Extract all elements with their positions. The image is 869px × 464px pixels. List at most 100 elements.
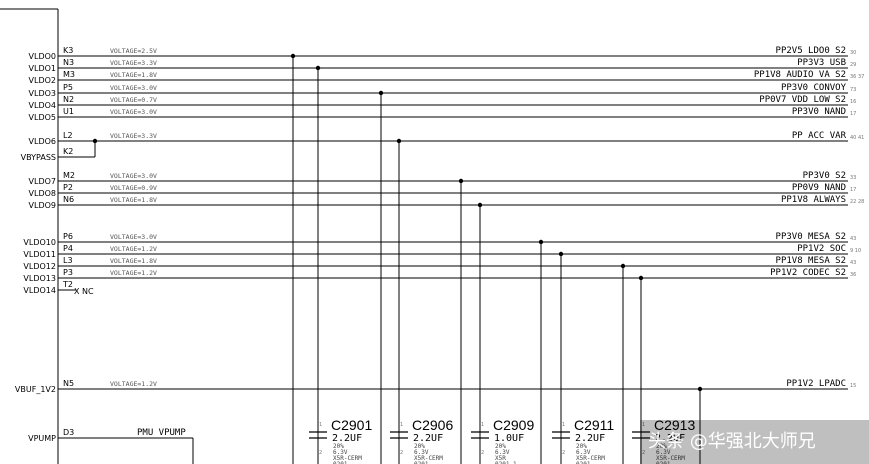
voltage-label: VOLTAGE=3.3V (110, 132, 157, 140)
page-ref: 29 (850, 62, 856, 68)
junction-dot (396, 138, 402, 144)
pin-number: N6 (63, 195, 74, 204)
page-ref: 40 41 (850, 135, 864, 141)
cap-attr: 6.3V (576, 449, 591, 456)
page-ref: 9 10 (850, 248, 861, 254)
junction-dot (315, 65, 321, 71)
net-name: PP3V0 NAND (792, 107, 846, 117)
cap-attr: 0201 (333, 461, 348, 464)
cap-attr: X5R-CERM (333, 455, 362, 462)
voltage-label: VOLTAGE=1.8V (110, 196, 157, 204)
pin-number: N2 (63, 95, 74, 104)
cap-attr: 20% (656, 443, 667, 450)
cap-ref: C2911 (574, 417, 614, 433)
cap-pin-2: 2 (481, 450, 484, 456)
cap-pin-2: 2 (642, 450, 645, 456)
watermark: 头条 @华强北大师兄 (640, 420, 869, 464)
cap-value: 2.2UF (413, 433, 443, 444)
junction-dot (638, 275, 644, 281)
voltage-label: VOLTAGE=2.5V (110, 47, 157, 55)
voltage-label: VOLTAGE=0.7V (110, 96, 157, 104)
cap-attr: 6.3V (656, 449, 671, 456)
pin-number: P5 (63, 83, 73, 92)
cap-attr: 0201-1 (495, 461, 517, 464)
page-ref: 33 (850, 175, 856, 181)
cap-attr: 6.3V (495, 449, 510, 456)
cap-ref: C2913 (654, 417, 695, 433)
pin-number: N5 (63, 379, 74, 388)
cap-attr: 20% (333, 443, 344, 450)
pin-number: L2 (63, 131, 73, 140)
cap-pin-2: 2 (562, 450, 565, 456)
pin-name: VLDO9 (29, 201, 56, 210)
pin-number: T2 (62, 280, 73, 289)
pin-name: VLDO0 (29, 52, 56, 61)
pin-name: VLDO13 (23, 274, 56, 283)
net-name: PP0V9 NAND (792, 183, 846, 193)
nc-label: NC (82, 287, 94, 296)
cap-ref: C2901 (331, 417, 372, 433)
page-ref: 43 (850, 236, 856, 242)
junction-dot (620, 263, 626, 269)
page-ref: 73 (850, 87, 856, 93)
watermark-bg (640, 420, 869, 464)
cap-pin-2: 2 (319, 450, 322, 456)
pin-name: VLDO10 (23, 238, 56, 247)
voltage-label: VOLTAGE=1.2V (110, 245, 157, 253)
cap-attr: 0201 (656, 461, 671, 464)
ic-body (0, 8, 59, 464)
net-name: PP3V0 MESA S2 (776, 232, 846, 242)
pin-number: P6 (63, 232, 73, 241)
voltage-label: VOLTAGE=1.8V (110, 257, 157, 265)
page-ref: 43 (850, 260, 856, 266)
pin-name: VLDO7 (29, 177, 56, 186)
net-name: PMU VPUMP (137, 428, 186, 438)
voltage-label: VOLTAGE=1.2V (110, 380, 157, 388)
net-name: PP1V8 MESA S2 (776, 256, 846, 266)
cap-value: 2.2UF (575, 433, 605, 444)
pin-name: VBUF_1V2 (15, 385, 56, 394)
net-name: PP1V8 AUDIO VA S2 (754, 70, 846, 80)
pin-name: VPUMP (28, 434, 56, 443)
pin-number: L3 (63, 256, 73, 265)
cap-value: 2.2UF (332, 433, 362, 444)
capacitors: 12C29012.2UF20%6.3VX5R-CERM020112C29062.… (309, 417, 695, 464)
net-name: PP ACC VAR (792, 131, 847, 141)
cap-attr: X5R (495, 455, 506, 462)
net-name: PP3V0 CONVOY (781, 83, 847, 93)
cap-attr: 0201 (576, 461, 591, 464)
voltage-label: VOLTAGE=3.0V (110, 108, 157, 116)
cap-attr: 20% (576, 443, 587, 450)
net-name: PP1V8 ALWAYS (781, 195, 846, 205)
junction-dot (290, 53, 296, 59)
pin-number: M2 (63, 171, 75, 180)
page-ref: 17 (850, 187, 856, 193)
cap-attr: 20% (495, 443, 506, 450)
net-name: PP3V0 S2 (803, 171, 846, 181)
net-name: PP3V3 USB (797, 58, 846, 68)
voltage-label: VOLTAGE=3.0V (110, 172, 157, 180)
voltage-label: VOLTAGE=1.8V (110, 71, 157, 79)
pin-name: VLDO3 (29, 89, 56, 98)
page-ref: 17 (850, 111, 856, 117)
pin-name: VLDO1 (29, 64, 56, 73)
junction-dot (477, 202, 483, 208)
junction-dot (558, 251, 564, 257)
watermark-text: 头条 @华强北大师兄 (648, 431, 816, 452)
wires (58, 53, 848, 464)
pin-number: P2 (63, 183, 73, 192)
junction-dot (538, 239, 544, 245)
cap-attr: X5R-CERM (576, 455, 605, 462)
cap-value: 2.2UF (655, 433, 685, 444)
voltage-label: VOLTAGE=3.0V (110, 233, 157, 241)
pin-name: VBYPASS (21, 153, 56, 162)
pin-number: N3 (63, 58, 74, 67)
cap-pin-1: 1 (642, 422, 645, 428)
voltage-label: VOLTAGE=3.3V (110, 59, 157, 67)
cap-pin-1: 1 (481, 422, 484, 428)
voltage-label: VOLTAGE=0.9V (110, 184, 157, 192)
pin-name: VLDO11 (23, 250, 56, 259)
page-ref: 36 (850, 272, 856, 278)
junction-dot (458, 178, 464, 184)
